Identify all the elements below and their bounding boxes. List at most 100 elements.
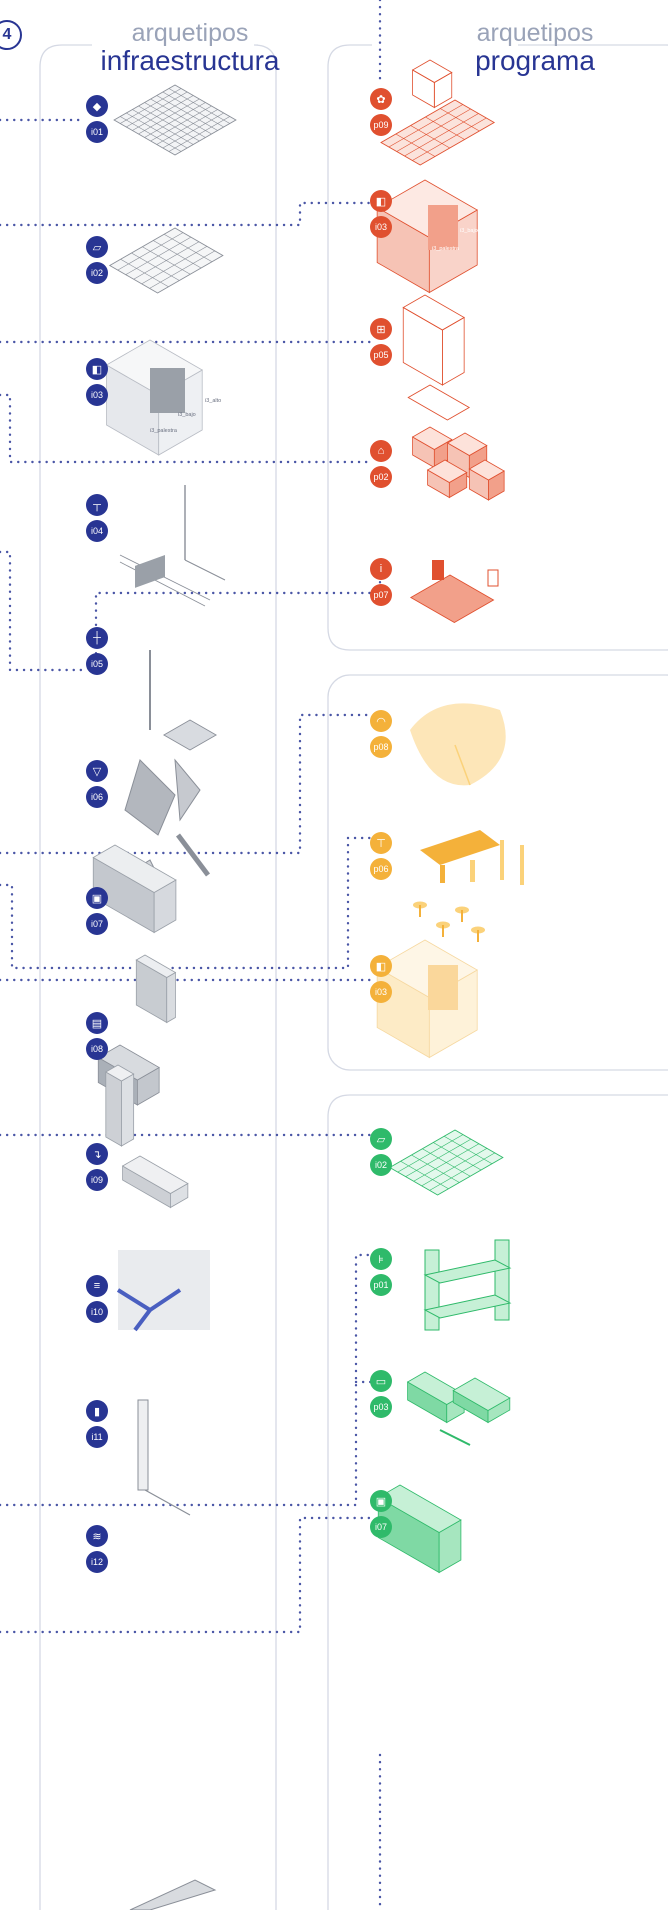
node-code-label: i01 — [86, 121, 108, 143]
prog-node-p03: ▭ p03 — [370, 1370, 392, 1418]
node-code-label: p01 — [370, 1274, 392, 1296]
canopy-icon: ▽ — [86, 760, 108, 782]
node-code-label: i06 — [86, 786, 108, 808]
node-code-label: i12 — [86, 1551, 108, 1573]
prog-i03-orange-thumbnail — [377, 940, 477, 1058]
node-code-label: i05 — [86, 653, 108, 675]
infra-node-i06: ▽ i06 — [86, 760, 108, 808]
i02-thumbnail — [110, 228, 223, 293]
prog-node-p05: ⊞ p05 — [370, 318, 392, 366]
node-code-label: i02 — [86, 262, 108, 284]
mound-icon: ◠ — [370, 710, 392, 732]
wall-label: i3_bajo — [178, 412, 196, 418]
pole-icon: ┬ — [86, 494, 108, 516]
infra-node-i11: ▮i11 — [86, 1400, 108, 1448]
node-code-label: i03 — [86, 384, 108, 406]
p07-thumbnail — [411, 560, 498, 623]
wall-label: i3_alto — [488, 206, 504, 212]
node-code-label: p03 — [370, 1396, 392, 1418]
rail-icon: ≋ — [86, 1525, 108, 1547]
node-code-label: i08 — [86, 1038, 108, 1060]
prog-node-p09: ✿ p09 — [370, 88, 392, 136]
lamp-icon: ┼ — [86, 627, 108, 649]
node-code-label: i09 — [86, 1169, 108, 1191]
p05-thumbnail — [403, 295, 469, 420]
wall-icon: ◧ — [370, 955, 392, 977]
prog-header: arquetipos programa — [455, 20, 615, 76]
infra-node-i03: ◧ i03 — [86, 358, 108, 406]
infra-node-i10: ≡ i10 — [86, 1275, 108, 1323]
wall-icon: ◧ — [370, 190, 392, 212]
shelf-icon: ⊞ — [370, 318, 392, 340]
fountain-icon: ↴ — [86, 1143, 108, 1165]
p02-thumbnail — [413, 427, 505, 500]
p06-thumbnail — [413, 830, 524, 942]
prog-i03-red-thumbnail — [377, 180, 477, 293]
compass-icon: ◆ — [86, 95, 108, 117]
node-code-label: i07 — [86, 913, 108, 935]
node-code-label: i04 — [86, 520, 108, 542]
node-code-label: i10 — [86, 1301, 108, 1323]
prog-header-line1: arquetipos — [455, 20, 615, 46]
p08-thumbnail — [410, 703, 506, 785]
node-code-label: p09 — [370, 114, 392, 136]
i04-thumbnail — [120, 485, 225, 606]
infra-node-i02: ▱ i02 — [86, 236, 108, 284]
node-code-label: p06 — [370, 858, 392, 880]
prog-node-i02: ▱ i02 — [370, 1128, 392, 1176]
infra-node-i07: ▣ i07 — [86, 887, 108, 935]
i11-thumbnail — [138, 1400, 190, 1515]
i03-thumbnail — [107, 340, 203, 455]
prog-node-p08: ◠ p08 — [370, 710, 392, 758]
slab-icon: ▱ — [370, 1128, 392, 1150]
node-code-label: p02 — [370, 466, 392, 488]
prog-node-p02: ⌂ p02 — [370, 440, 392, 488]
prog-node-p01: ⊧ p01 — [370, 1248, 392, 1296]
prog-i02-thumbnail — [390, 1130, 503, 1195]
slab-icon: ▱ — [86, 236, 108, 258]
post-icon: ▮ — [86, 1400, 108, 1422]
i12-thumbnail — [130, 1880, 215, 1910]
node-code-label: i03 — [370, 981, 392, 1003]
wall-icon: ◧ — [86, 358, 108, 380]
i05-thumbnail — [135, 555, 216, 750]
infra-header-line2: infraestructura — [100, 46, 280, 75]
i10-thumbnail — [118, 1250, 210, 1330]
infra-node-i08: ▤ i08 — [86, 1012, 108, 1060]
node-code-label: i07 — [370, 1516, 392, 1538]
section-number: 4 — [3, 26, 12, 44]
p03-thumbnail — [408, 1372, 510, 1445]
p01-thumbnail — [425, 1240, 510, 1330]
i01-thumbnail — [114, 85, 236, 155]
scaffold-icon: ⊧ — [370, 1248, 392, 1270]
table-icon: ⊤ — [370, 832, 392, 854]
node-code-label: p08 — [370, 736, 392, 758]
container-icon: ▣ — [86, 887, 108, 909]
wall-label: i3_palestra — [432, 246, 460, 252]
info-icon: i — [370, 558, 392, 580]
prog-node-p06: ⊤ p06 — [370, 832, 392, 880]
wall-label: i3_bajo — [460, 228, 478, 234]
prog-node-i03: ◧ i03 — [370, 955, 392, 1003]
bench-icon: ▭ — [370, 1370, 392, 1392]
container-icon: ▣ — [370, 1490, 392, 1512]
wall-label: i3_palestra — [150, 428, 178, 434]
storage-icon: ▤ — [86, 1012, 108, 1034]
prog-node-i03: ◧ i03 — [370, 190, 392, 238]
market-icon: ✿ — [370, 88, 392, 110]
infra-header: arquetipos infraestructura — [100, 20, 280, 76]
blocks-icon: ⌂ — [370, 440, 392, 462]
node-code-label: i03 — [370, 216, 392, 238]
node-code-label: p05 — [370, 344, 392, 366]
infra-node-i01: ◆ i01 — [86, 95, 108, 143]
drain-icon: ≡ — [86, 1275, 108, 1297]
infra-node-i04: ┬ i04 — [86, 494, 108, 542]
node-code-label: i02 — [370, 1154, 392, 1176]
infra-node-i12: ≋ i12 — [86, 1525, 108, 1573]
infra-header-line1: arquetipos — [100, 20, 280, 46]
infra-node-i05: ┼ i05 — [86, 627, 108, 675]
wall-label: i3_alto — [205, 398, 221, 404]
